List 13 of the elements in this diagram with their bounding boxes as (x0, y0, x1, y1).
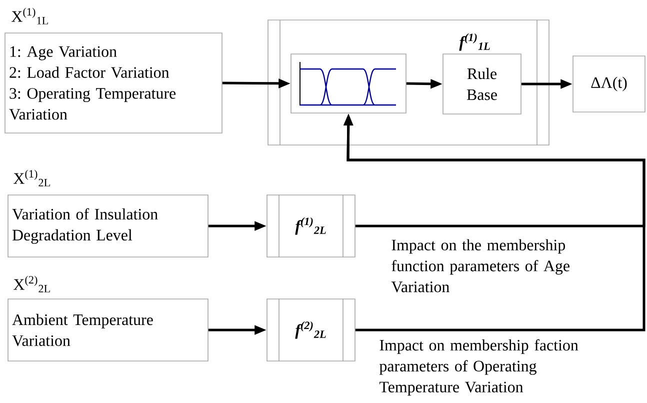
input-box: X$^{(1)}$2L Variation of Insulation Degradation Level (8, 170, 208, 258)
edge-label: Impact on membership faction parameters of Operating Temperature Variation (379, 339, 578, 396)
function-box: f$^{(2)}$2L (266, 298, 356, 362)
edge-label: Impact on the membership function parameters of Age Variation (391, 239, 570, 292)
process-box: ΔΛ(t) (572, 56, 646, 112)
process-box: Rule Base (442, 54, 522, 114)
node-label: X$^{(2)}$2L (14, 276, 50, 292)
input-box: X$^{(1)}$1L 1: Age Variation 2: Load Factor Variation 3: Operating Temperature Variation (4, 8, 222, 134)
membership-box (290, 54, 406, 114)
node-label: X$^{(1)}$2L (14, 170, 50, 186)
function-box: f$^{(1)}$2L (266, 194, 356, 258)
input-box: X$^{(2)}$2L Ambient Temperature Variation (8, 276, 208, 362)
node-label: X$^{(1)}$1L (12, 8, 48, 24)
